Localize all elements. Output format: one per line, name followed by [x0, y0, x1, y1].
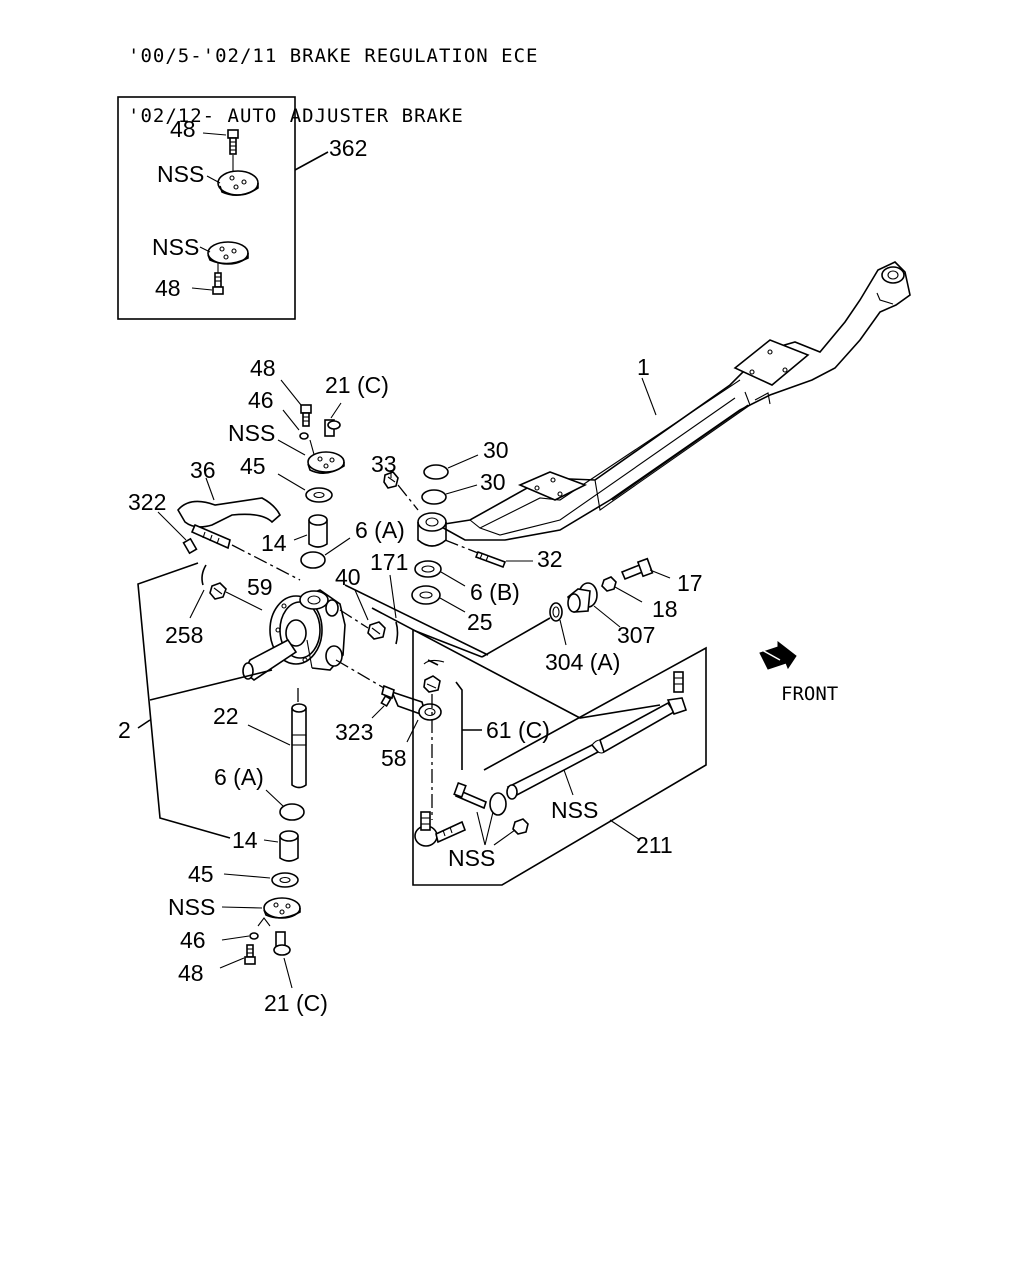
bushing-14-upper: [293, 514, 328, 548]
label-6a-lower: 6 (A): [214, 764, 264, 790]
pin-171: [389, 574, 399, 645]
pin-258: [189, 564, 207, 619]
label-21c-upper: 21 (C): [325, 372, 389, 398]
label-45-lower: 45: [188, 861, 214, 887]
bolt-17: [620, 557, 671, 581]
header-line-2: '02/12- AUTO ADJUSTER BRAKE: [128, 105, 464, 127]
arm-36: [177, 477, 281, 550]
diagram-header: '00/5-'02/11 BRAKE REGULATION ECE '02/12…: [128, 6, 539, 146]
centerline-36: [231, 544, 301, 581]
seal-6a-lower: [265, 789, 305, 821]
label-307: 307: [617, 622, 655, 648]
inset-label-nss-bottom: NSS: [152, 234, 199, 260]
label-32: 32: [537, 546, 563, 572]
lower-fitting-21c: [273, 931, 293, 989]
upper-washer-46: [282, 409, 309, 440]
front-label: FRONT: [781, 683, 838, 705]
tie-rod-assy-211: [412, 629, 707, 886]
label-40: 40: [335, 564, 361, 590]
inset-bolt-top: [202, 129, 239, 155]
inset-plate-top: [206, 155, 259, 196]
label-46-lower: 46: [180, 927, 206, 953]
bracket-2: [137, 562, 231, 839]
bearing-25: [411, 585, 466, 613]
header-line-1: '00/5-'02/11 BRAKE REGULATION ECE: [128, 45, 539, 67]
label-58: 58: [381, 745, 407, 771]
label-14-lower: 14: [232, 827, 258, 853]
inset-label-48-bottom: 48: [155, 275, 181, 301]
inset-box: [117, 96, 329, 320]
label-322: 322: [128, 489, 166, 515]
seal-6a-upper: [300, 537, 351, 569]
kingpin-22: [247, 688, 307, 789]
label-nss-clamp: NSS: [448, 845, 495, 871]
pin-322: [157, 511, 198, 555]
label-171: 171: [370, 549, 408, 575]
nut-33: [383, 470, 419, 511]
upper-shim-45: [277, 473, 333, 503]
label-25: 25: [467, 609, 493, 635]
label-45-upper: 45: [240, 453, 266, 479]
upper-fitting-21c: [309, 402, 342, 459]
upper-plate-nss: [277, 439, 345, 474]
inset-bolt-bottom: [191, 263, 224, 295]
label-362: 362: [329, 135, 367, 161]
leader-knuckle: [149, 669, 273, 701]
knuckle-2: [242, 589, 346, 681]
label-211: 211: [636, 832, 673, 858]
label-nss-lower: NSS: [168, 894, 215, 920]
label-nss-rod: NSS: [551, 797, 598, 823]
label-17: 17: [677, 570, 703, 596]
label-30-upper: 30: [483, 437, 509, 463]
upper-bolt-48: [280, 379, 312, 427]
label-18: 18: [652, 596, 678, 622]
label-nss-upper: NSS: [228, 420, 275, 446]
label-6b: 6 (B): [470, 579, 520, 605]
bushing-14-lower: [263, 830, 299, 862]
label-323: 323: [335, 719, 373, 745]
lower-washer-46: [221, 932, 259, 941]
lower-plate-nss: [221, 897, 301, 927]
washer-30-upper: [423, 454, 479, 480]
bolt-32: [444, 539, 533, 569]
washer-30-lower: [421, 484, 478, 505]
axle-end-boss: [417, 512, 447, 547]
arm-58: [335, 659, 442, 743]
inset-label-48-top: 48: [170, 116, 196, 142]
label-46-upper: 46: [248, 387, 274, 413]
front-arrow: FRONT: [759, 640, 838, 705]
label-22: 22: [213, 703, 239, 729]
label-1: 1: [637, 354, 650, 380]
label-33: 33: [371, 451, 397, 477]
pin-323: [371, 694, 392, 719]
washer-18: [601, 576, 643, 603]
inset-plate-bottom: [199, 241, 249, 265]
label-59: 59: [247, 574, 273, 600]
part-307: [567, 582, 621, 628]
inset-label-nss-top: NSS: [157, 161, 204, 187]
label-30-lower: 30: [480, 469, 506, 495]
bushing-6b: [414, 560, 466, 587]
lower-bolt-48: [219, 944, 256, 969]
seal-304a: [481, 602, 567, 658]
nut-40: [339, 589, 386, 640]
leader-2: [137, 719, 151, 729]
label-2: 2: [118, 717, 131, 743]
label-14-upper: 14: [261, 530, 287, 556]
label-36: 36: [190, 457, 216, 483]
leader-knuckle-304: [344, 584, 489, 656]
label-21c-lower: 21 (C): [264, 990, 328, 1016]
label-6a-upper: 6 (A): [355, 517, 405, 543]
label-61c: 61 (C): [486, 717, 550, 743]
lower-shim-45: [223, 872, 299, 888]
nut-59: [209, 582, 263, 611]
label-258: 258: [165, 622, 203, 648]
label-48-lower: 48: [178, 960, 204, 986]
axle-beam: [435, 261, 911, 541]
label-48-upper: 48: [250, 355, 276, 381]
label-304a: 304 (A): [545, 649, 620, 675]
